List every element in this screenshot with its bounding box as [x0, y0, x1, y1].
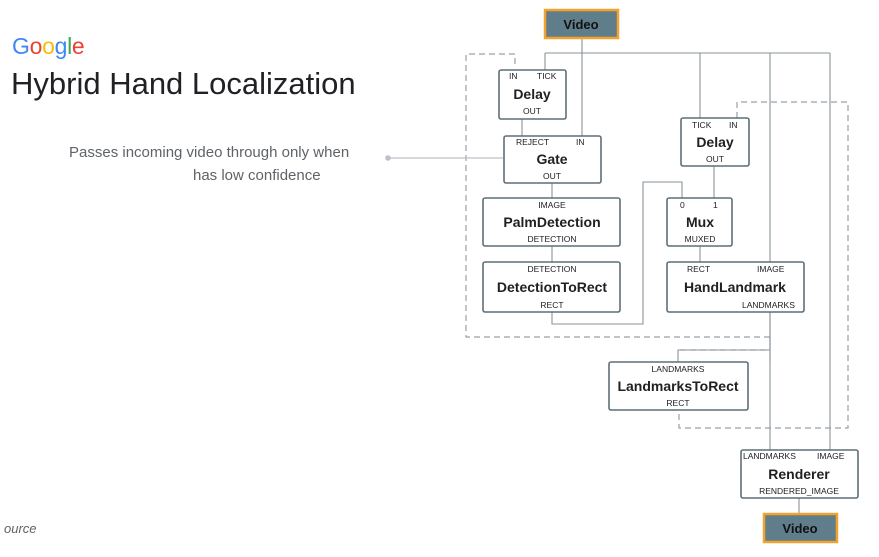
- logo-letter: o: [29, 33, 43, 59]
- video-input-label: Video: [563, 17, 598, 32]
- node-mux[interactable]: 0 1 Mux MUXED: [666, 197, 733, 247]
- port-detection: DETECTION: [527, 234, 576, 244]
- node-title: Mux: [686, 214, 714, 230]
- node-renderer[interactable]: LANDMARKS IMAGE Renderer RENDERED_IMAGE: [740, 449, 859, 499]
- node-delay-1[interactable]: IN TICK Delay OUT: [498, 69, 567, 120]
- port-landmarks: LANDMARKS: [743, 451, 796, 461]
- logo-letter: g: [54, 33, 68, 59]
- port-1: 1: [713, 200, 718, 210]
- node-title: LandmarksToRect: [617, 378, 738, 394]
- video-output-node[interactable]: Video: [762, 512, 839, 544]
- node-detection-to-rect[interactable]: DETECTION DetectionToRect RECT: [482, 261, 621, 313]
- node-gate[interactable]: REJECT IN Gate OUT: [503, 135, 602, 184]
- dashed-region-detection: [465, 53, 770, 338]
- footer-source: ource: [4, 521, 37, 536]
- wires: [521, 38, 831, 514]
- logo-letter: o: [42, 33, 55, 59]
- port-tick: TICK: [692, 120, 712, 130]
- port-image: IMAGE: [817, 451, 845, 461]
- port-rect: RECT: [540, 300, 563, 310]
- node-title: PalmDetection: [503, 214, 600, 230]
- logo-letter: l: [67, 33, 72, 59]
- port-0: 0: [680, 200, 685, 210]
- node-title: HandLandmark: [684, 279, 786, 295]
- node-title: Gate: [536, 151, 567, 167]
- node-landmarks-to-rect[interactable]: LANDMARKS LandmarksToRect RECT: [608, 361, 749, 411]
- node-palm-detection[interactable]: IMAGE PalmDetection DETECTION: [482, 197, 621, 247]
- port-tick: TICK: [537, 71, 557, 81]
- slide-title: Hybrid Hand Localization: [11, 66, 356, 101]
- google-logo: Google: [12, 33, 85, 60]
- annotation-line-2: has low confidence: [193, 167, 321, 184]
- node-title: DetectionToRect: [497, 279, 608, 295]
- video-input-node[interactable]: Video: [543, 8, 620, 40]
- port-out: OUT: [543, 171, 561, 181]
- port-in: IN: [509, 71, 518, 81]
- port-rect: RECT: [687, 264, 710, 274]
- port-image: IMAGE: [757, 264, 785, 274]
- port-landmarks: LANDMARKS: [652, 364, 705, 374]
- port-landmarks: LANDMARKS: [742, 300, 795, 310]
- port-rect: RECT: [666, 398, 689, 408]
- node-title: Delay: [513, 86, 551, 102]
- port-detection: DETECTION: [527, 264, 576, 274]
- node-delay-2[interactable]: TICK IN Delay OUT: [680, 117, 750, 167]
- node-title: Renderer: [768, 466, 830, 482]
- annotation-pointer-dot: [385, 155, 391, 161]
- port-in: IN: [729, 120, 738, 130]
- node-title: Delay: [696, 134, 734, 150]
- port-muxed: MUXED: [685, 234, 716, 244]
- port-in: IN: [576, 137, 585, 147]
- video-output-label: Video: [782, 521, 817, 536]
- annotation-line-1: Passes incoming video through only when: [69, 144, 350, 161]
- annotation-text: Passes incoming video through only when …: [69, 141, 379, 187]
- dashed-region-tracking: [678, 101, 849, 429]
- port-out: OUT: [706, 154, 724, 164]
- port-out: OUT: [523, 106, 541, 116]
- port-rendered-image: RENDERED_IMAGE: [759, 486, 839, 496]
- logo-letter: e: [71, 33, 85, 59]
- port-reject: REJECT: [516, 137, 549, 147]
- port-image: IMAGE: [538, 200, 566, 210]
- logo-letter: G: [12, 33, 30, 59]
- node-hand-landmark[interactable]: RECT IMAGE HandLandmark LANDMARKS: [666, 261, 805, 313]
